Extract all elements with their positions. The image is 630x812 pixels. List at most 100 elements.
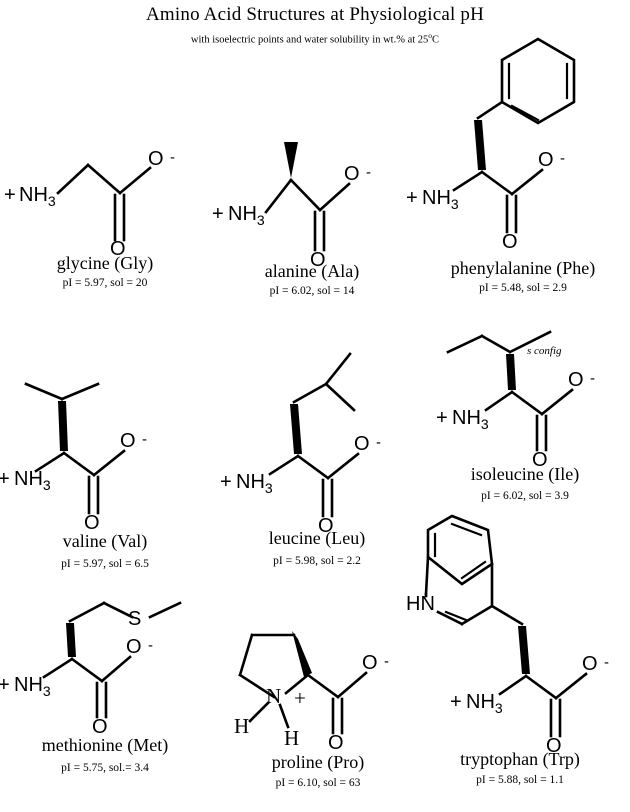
- proline-skeleton: N + H H O - O: [234, 631, 389, 754]
- ammonium-plus: +: [0, 674, 10, 696]
- stats-proline: pI = 6.10, sol = 63: [275, 777, 361, 789]
- ch2-wedge: [474, 120, 486, 170]
- ammonium-label: NH3: [14, 674, 51, 699]
- ammonium-label: NH3: [452, 407, 489, 432]
- ch2-wedge: [66, 623, 76, 657]
- stats-glycine: pI = 5.97, sol = 20: [62, 277, 148, 289]
- degree-symbol: o: [428, 31, 433, 40]
- negative-charge: -: [142, 431, 147, 448]
- alanine-skeleton: + NH3 O - O: [212, 142, 371, 271]
- ch2-wedge: [290, 404, 302, 454]
- ammonium-plus: +: [450, 691, 462, 713]
- structure-proline: N + H H O - O proline (Pro) pI = 6.10, s…: [212, 605, 424, 810]
- page-title: Amino Acid Structures at Physiological p…: [145, 4, 485, 25]
- carbonyl-oxygen-label: O: [84, 512, 100, 534]
- negative-charge: -: [376, 434, 381, 451]
- negative-charge: -: [384, 653, 389, 670]
- carboxylate-oxygen-label: O: [126, 636, 142, 658]
- ammonium-plus: +: [4, 184, 16, 206]
- structure-glycine: + NH3 O - O glycine (Gly) pI = 5.97, sol…: [0, 135, 210, 300]
- ammonium-plus: +: [220, 471, 232, 493]
- nitrogen-positive-charge: +: [294, 686, 306, 710]
- stats-phenylalanine: pI = 5.48, sol = 2.9: [479, 282, 567, 294]
- methyl-wedge: [284, 142, 298, 178]
- isopropyl-wedge: [58, 401, 68, 451]
- tryptophan-skeleton: HN + NH3 O - O: [406, 514, 609, 757]
- config-annotation: s config: [527, 345, 562, 357]
- stats-alanine: pI = 6.02, sol = 14: [269, 285, 355, 297]
- label-valine: valine (Val): [62, 531, 148, 551]
- label-isoleucine: isoleucine (Ile): [470, 464, 580, 484]
- pyrrolidine-ring: [238, 631, 312, 699]
- carboxylate-oxygen-label: O: [354, 433, 370, 455]
- nh-hydrogen-left: H: [234, 714, 249, 738]
- carbonyl-oxygen-label: O: [502, 231, 518, 253]
- ammonium-label: NH3: [466, 691, 503, 716]
- page-subtitle: with isoelectric points and water solubi…: [0, 31, 630, 46]
- ammonium-label: NH3: [19, 184, 56, 209]
- methionine-skeleton: + NH3 S O - O: [0, 601, 182, 738]
- negative-charge: -: [604, 654, 609, 671]
- carboxylate-oxygen-label: O: [568, 369, 584, 391]
- ammonium-plus: +: [212, 203, 224, 225]
- label-leucine: leucine (Leu): [268, 528, 366, 548]
- valine-skeleton: + NH3 O - O: [0, 382, 147, 534]
- structure-valine: + NH3 O - O valine (Val) pI = 5.97, sol …: [0, 365, 210, 580]
- carboxylate-oxygen-label: O: [148, 148, 164, 170]
- carbonyl-oxygen-label: O: [92, 716, 108, 738]
- carbonyl-oxygen-label: O: [328, 732, 344, 754]
- ammonium-plus: +: [436, 407, 448, 429]
- label-proline: proline (Pro): [271, 752, 365, 772]
- ring-wedge: [292, 631, 312, 677]
- ch2-wedge: [518, 626, 530, 674]
- negative-charge: -: [148, 637, 153, 654]
- carbonyl-oxygen-label: O: [318, 515, 334, 537]
- structure-leucine: + NH3 O - O leucine (Leu) pI = 5.98, sol…: [212, 352, 422, 582]
- carbonyl-oxygen-label: O: [110, 238, 126, 260]
- sulfur-label: S: [128, 608, 141, 630]
- structure-alanine: + NH3 O - O alanine (Ala) pI = 6.02, sol…: [212, 130, 412, 305]
- carbonyl-oxygen-label: O: [532, 449, 548, 471]
- negative-charge: -: [366, 164, 371, 181]
- indole-ring-system: [424, 514, 494, 626]
- nh-hydrogen-right: H: [284, 726, 299, 750]
- leucine-skeleton: + NH3 O - O: [220, 352, 381, 537]
- label-alanine: alanine (Ala): [264, 261, 360, 281]
- ammonium-label: NH3: [14, 468, 51, 493]
- structure-methionine: + NH3 S O - O methionine (Met) pI = 5.75…: [0, 595, 210, 810]
- phenylalanine-skeleton: + NH3 O - O: [406, 37, 576, 253]
- structure-phenylalanine: + NH3 O - O phenylalanine (Phe) pI = 5.4…: [406, 37, 630, 297]
- subtitle-text: with isoelectric points and water solubi…: [190, 34, 429, 46]
- glycine-skeleton: + NH3 O - O: [4, 148, 175, 260]
- isoleucine-skeleton: + NH3 O - O s config: [436, 330, 595, 471]
- sec-butyl-wedge: [506, 354, 516, 390]
- subtitle-unit: C: [432, 34, 440, 46]
- stats-methionine: pI = 5.75, sol.= 3.4: [61, 762, 149, 774]
- negative-charge: -: [590, 370, 595, 387]
- structure-isoleucine: + NH3 O - O s config isoleucine (Ile) pI…: [420, 312, 630, 512]
- stats-valine: pI = 5.97, sol = 6.5: [61, 558, 149, 570]
- carbonyl-oxygen-label: O: [310, 249, 326, 271]
- nitrogen-label: N: [266, 684, 281, 708]
- carboxylate-oxygen-label: O: [538, 149, 554, 171]
- label-methionine: methionine (Met): [41, 735, 169, 755]
- label-glycine: glycine (Gly): [56, 253, 154, 273]
- stats-leucine: pI = 5.98, sol = 2.2: [273, 555, 361, 567]
- label-tryptophan: tryptophan (Trp): [460, 749, 580, 769]
- negative-charge: -: [170, 149, 175, 166]
- carboxylate-oxygen-label: O: [344, 163, 360, 185]
- benzene-ring: [500, 37, 576, 125]
- label-phenylalanine: phenylalanine (Phe): [450, 258, 596, 278]
- ammonium-label: NH3: [228, 203, 265, 228]
- carbonyl-oxygen-label: O: [546, 735, 562, 757]
- carboxylate-oxygen-label: O: [120, 430, 136, 452]
- negative-charge: -: [560, 150, 565, 167]
- stats-isoleucine: pI = 6.02, sol = 3.9: [481, 490, 569, 502]
- carboxylate-oxygen-label: O: [362, 652, 378, 674]
- ammonium-plus: +: [406, 187, 418, 209]
- ammonium-plus: +: [0, 468, 10, 490]
- indole-nh-label: HN: [406, 593, 435, 615]
- carboxylate-oxygen-label: O: [582, 653, 598, 675]
- structure-tryptophan: HN + NH3 O - O tryptophan (Trp) pI = 5.8…: [406, 512, 630, 812]
